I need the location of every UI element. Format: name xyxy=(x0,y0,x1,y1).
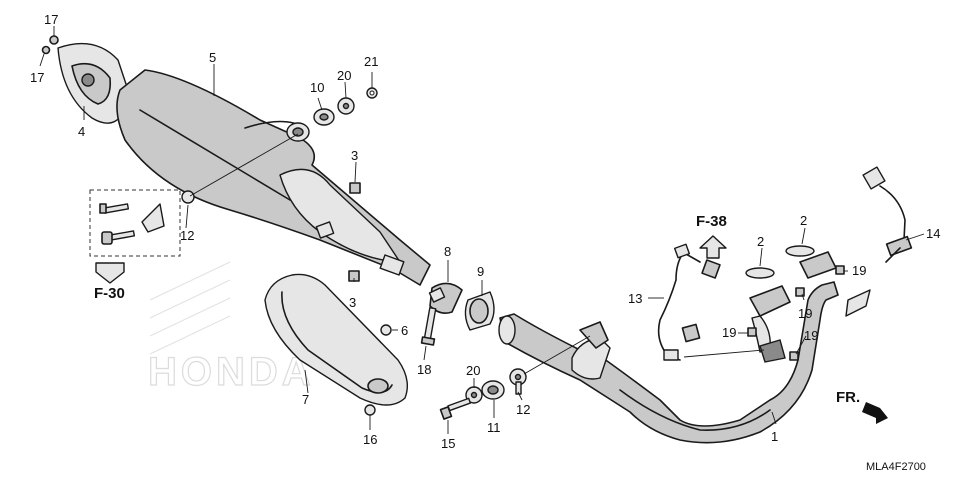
callout-18: 18 xyxy=(417,362,431,377)
callout-19-b: 19 xyxy=(804,328,818,343)
callout-8: 8 xyxy=(444,244,451,259)
washer-20-top xyxy=(337,97,355,115)
ref-label-f30: F-30 xyxy=(94,285,125,302)
callout-3-bottom: 3 xyxy=(349,295,356,310)
exhaust-pipe-1 xyxy=(498,251,871,444)
nut-19-a xyxy=(747,327,757,337)
callout-17-bottom: 17 xyxy=(30,70,44,85)
bolt-17-bottom xyxy=(41,45,51,55)
callout-16: 16 xyxy=(363,432,377,447)
callout-9: 9 xyxy=(477,264,484,279)
gasket-9 xyxy=(464,291,495,331)
front-label: FR. xyxy=(836,389,860,406)
callout-2-left: 2 xyxy=(757,234,764,249)
callout-10: 10 xyxy=(310,80,324,95)
callout-labels: 17 17 4 5 10 20 21 3 3 6 8 9 12 7 16 18 … xyxy=(30,12,940,451)
grommet-11 xyxy=(481,380,505,400)
bolt-17-top xyxy=(49,35,59,45)
callout-19-d: 19 xyxy=(852,263,866,278)
grommet-10 xyxy=(313,108,335,126)
ref-label-f38: F-38 xyxy=(696,213,727,230)
washer-16 xyxy=(364,404,376,416)
nut-19-d xyxy=(835,265,845,275)
callout-2-right: 2 xyxy=(800,213,807,228)
callout-12-lower: 12 xyxy=(516,402,530,417)
mount-kit-12-upper xyxy=(89,189,195,257)
callout-12-upper: 12 xyxy=(180,228,194,243)
o2-sensor-14 xyxy=(862,166,913,263)
front-direction-arrow-icon xyxy=(862,402,888,424)
muffler-end-cap xyxy=(57,42,131,124)
honda-watermark: HONDA xyxy=(148,350,315,394)
callout-13: 13 xyxy=(628,291,642,306)
callout-19-a: 19 xyxy=(722,325,736,340)
band-clamp-8 xyxy=(428,282,463,314)
callout-11: 11 xyxy=(487,420,501,435)
callout-20-lower: 20 xyxy=(466,363,480,378)
nut-19-c xyxy=(795,287,805,297)
bolt-18 xyxy=(420,307,437,346)
callout-19-c: 19 xyxy=(798,306,812,321)
heat-protector-7 xyxy=(264,273,408,406)
muffler-body xyxy=(116,69,431,286)
mount-bolt-12-lower xyxy=(509,368,527,395)
callout-7: 7 xyxy=(302,392,309,407)
callout-3-top: 3 xyxy=(351,148,358,163)
callout-20-top: 20 xyxy=(337,68,351,83)
nut-19-b xyxy=(789,351,799,361)
callout-6: 6 xyxy=(401,323,408,338)
ref-arrow-up-icon xyxy=(699,235,727,259)
ref-arrow-down-icon xyxy=(95,262,125,284)
bolt-15 xyxy=(439,397,472,420)
callout-14: 14 xyxy=(926,226,940,241)
diagram-code: MLA4F2700 xyxy=(866,461,926,473)
o2-sensor-harness-13 xyxy=(657,243,721,361)
callout-15: 15 xyxy=(441,436,455,451)
collar-3-top xyxy=(349,182,361,194)
gasket-2-right xyxy=(785,245,815,257)
gasket-2-left xyxy=(745,267,775,279)
nut-21 xyxy=(366,87,378,99)
washer-6 xyxy=(380,324,392,336)
callout-4: 4 xyxy=(78,124,85,139)
callout-17-top: 17 xyxy=(44,12,58,27)
callout-5: 5 xyxy=(209,50,216,65)
callout-1: 1 xyxy=(771,429,778,444)
leader-lines xyxy=(39,26,925,434)
callout-21: 21 xyxy=(364,54,378,69)
watermark: HONDA xyxy=(147,261,315,395)
